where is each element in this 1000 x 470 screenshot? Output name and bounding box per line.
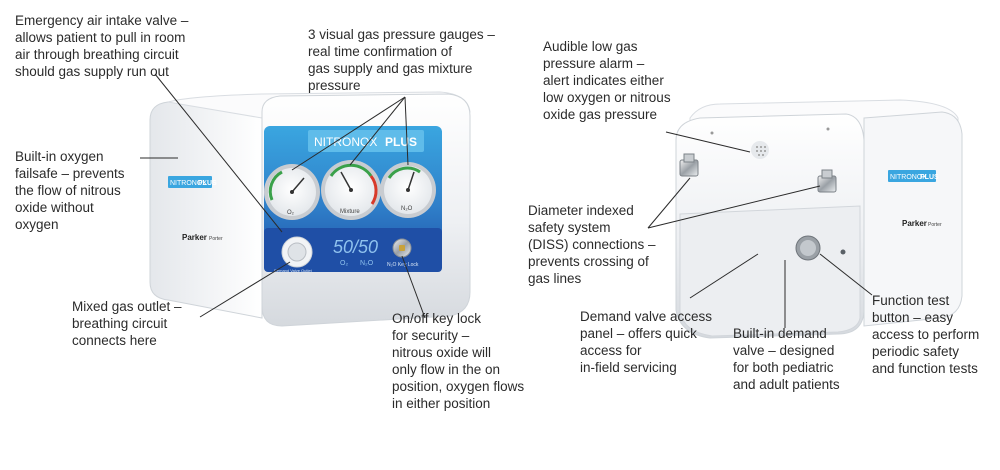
- callout-access-panel: Demand valve access panel – offers quick…: [580, 309, 713, 375]
- mix-ratio: 50/50: [333, 237, 378, 257]
- callout-demand-valve: Built-in demand valve – designed for bot…: [733, 326, 840, 392]
- side-brand-plate: [168, 176, 212, 188]
- rear-brand-suffix: PLUS: [920, 174, 939, 181]
- diss-connector-right[interactable]: [817, 169, 837, 193]
- leader-gauge-right: [404, 96, 409, 166]
- leader-gauge-center: [349, 96, 406, 166]
- callout-key-lock: On/off key lock for security – nitrous o…: [392, 311, 525, 411]
- diss-connector-left[interactable]: [679, 153, 699, 177]
- leader-lines: [140, 73, 873, 328]
- ratio-o2: O₂: [340, 260, 348, 267]
- front-unit: NITRONOX PLUS O₂ Mixture N₂O: [149, 91, 471, 327]
- outlet-label: Demand Valve Outlet: [274, 268, 313, 273]
- leader-key-lock: [401, 255, 426, 319]
- alarm-speaker: [751, 141, 769, 159]
- callout-oxygen-failsafe: Built-in oxygen failsafe – prevents the …: [15, 149, 125, 232]
- callout-gauges: 3 visual gas pressure gauges – real time…: [308, 27, 495, 93]
- gauge-oxygen-label: O₂: [287, 210, 295, 216]
- side-brand-suffix: PLUS: [198, 180, 217, 187]
- callout-low-gas-alarm: Audible low gas pressure alarm – alert i…: [543, 39, 671, 122]
- brand-plate: [308, 130, 424, 152]
- gauge-mixture-label: Mixture: [340, 209, 360, 215]
- maker-sub: Porter: [209, 236, 223, 242]
- gauge-oxygen: O₂: [264, 164, 320, 220]
- gauge-nitrous: N₂O: [380, 162, 436, 218]
- rear-maker-sub: Porter: [928, 222, 942, 228]
- leader-diss-right: [647, 185, 821, 229]
- callout-function-test: Function test button – easy access to pe…: [872, 293, 980, 376]
- gauge-mixture: Mixture: [321, 160, 381, 220]
- indicator-light: [840, 249, 846, 255]
- rear-unit: NITRONOX PLUS Parker Porter: [675, 99, 963, 339]
- rear-brand: NITRONOX: [890, 174, 927, 181]
- maker-logo: Parker: [182, 233, 207, 242]
- gauge-nitrous-label: N₂O: [401, 206, 413, 212]
- leader-alarm: [665, 131, 751, 153]
- side-brand: NITRONOX: [170, 180, 207, 187]
- brand-suffix: PLUS: [385, 135, 417, 149]
- rear-brand-plate: [888, 170, 936, 182]
- callout-mixed-gas-outlet: Mixed gas outlet – breathing circuit con…: [72, 299, 182, 348]
- callout-diss-connections: Diameter indexed safety system (DISS) co…: [528, 203, 656, 286]
- ratio-n2o: N₂O: [360, 260, 374, 267]
- leader-outlet: [199, 261, 291, 318]
- callout-emergency-valve: Emergency air intake valve – allows pati…: [15, 13, 189, 79]
- leader-diss-left: [647, 177, 691, 229]
- leader-gauge-left: [291, 96, 406, 171]
- leader-test-button: [819, 253, 873, 296]
- leader-emergency-valve: [154, 73, 283, 233]
- key-lock-label: N₂O Key Lock: [387, 262, 419, 268]
- rear-maker-logo: Parker: [902, 219, 927, 228]
- brand-name: NITRONOX: [314, 135, 377, 149]
- leader-access-panel: [689, 253, 759, 299]
